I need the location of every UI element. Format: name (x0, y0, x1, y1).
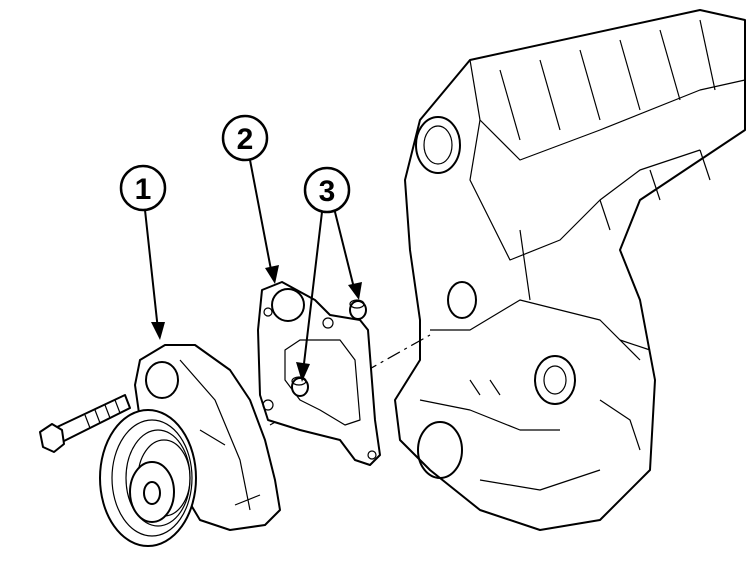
callout-2: 2 (221, 114, 269, 162)
gasket (257, 281, 381, 466)
bolt (39, 394, 131, 453)
dowel-sleeves (291, 299, 367, 397)
callout-3: 3 (303, 166, 351, 214)
callout-leaders (144, 159, 362, 382)
callout-1-label: 1 (135, 173, 152, 206)
callout-3-label: 3 (319, 175, 336, 208)
engine-block (394, 9, 746, 531)
callout-1: 1 (119, 164, 167, 212)
callout-2-label: 2 (237, 123, 254, 156)
water-pump (99, 344, 281, 547)
